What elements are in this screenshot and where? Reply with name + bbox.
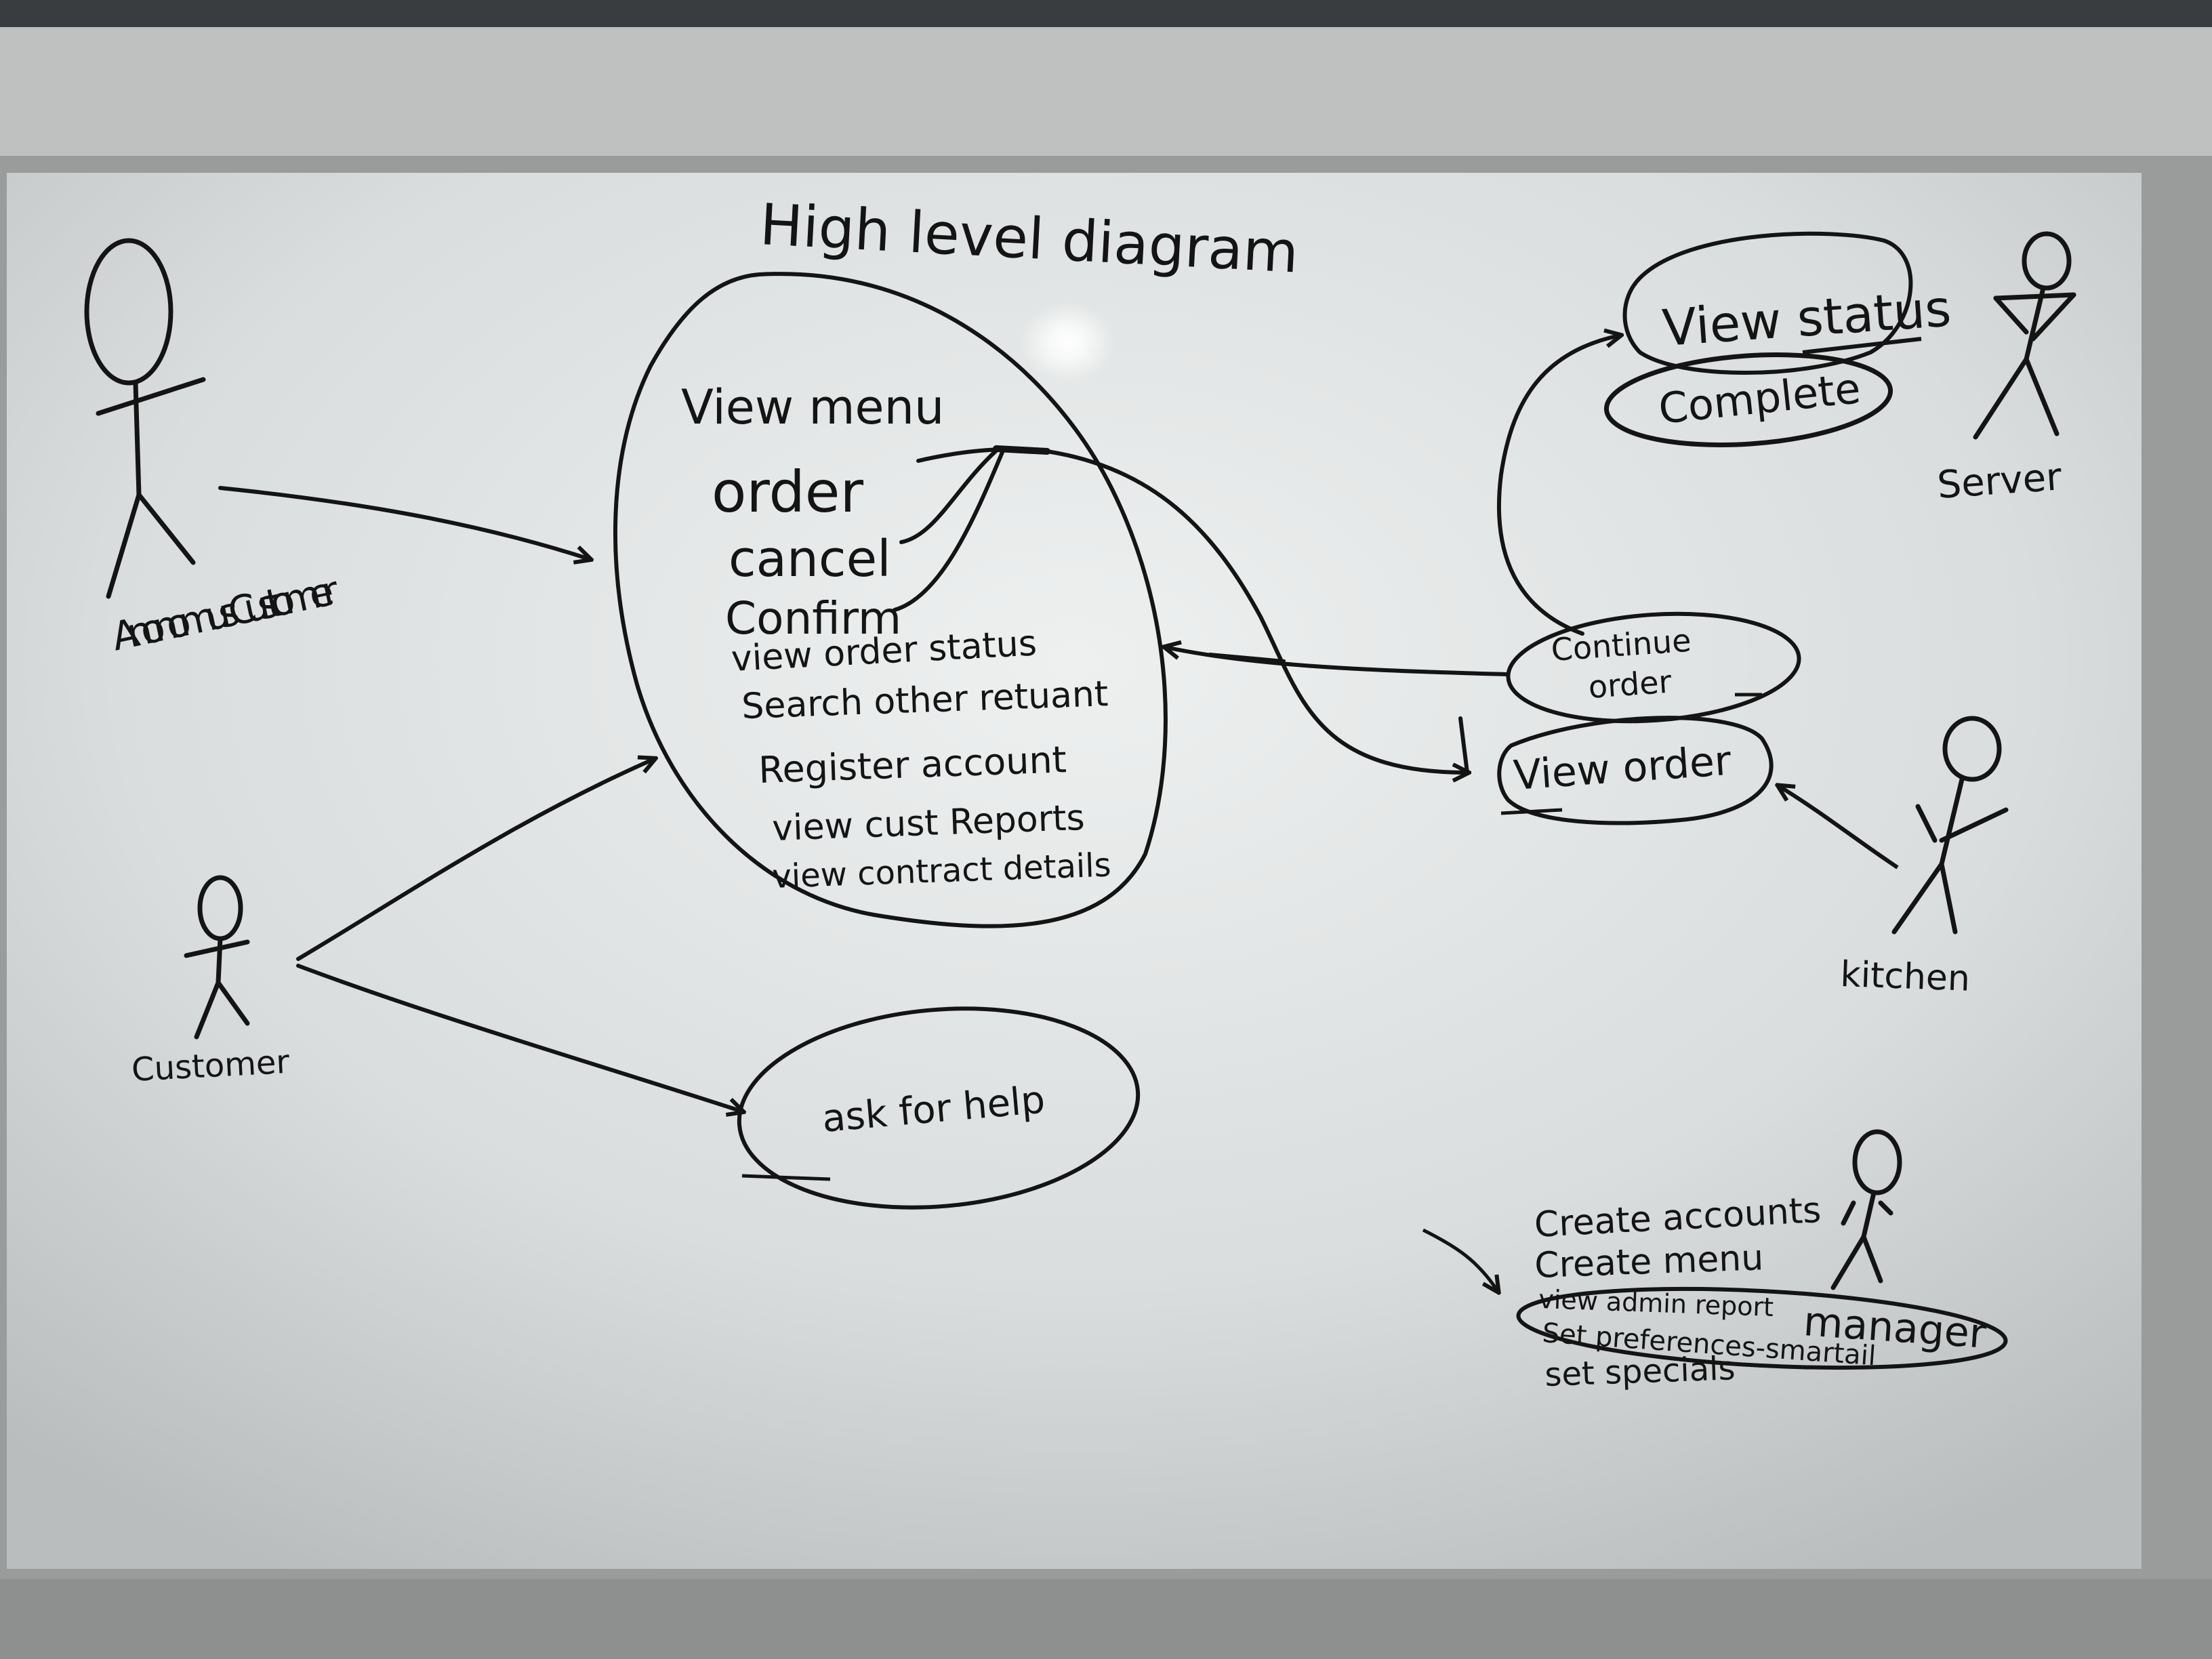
server-label: Server [1936, 455, 2064, 508]
glance-mark [1208, 653, 1286, 662]
order-hub-to-view-order-arrow [1045, 449, 1467, 773]
help-bubble-underline [741, 1174, 831, 1181]
status-divider-stroke [1802, 337, 1922, 354]
continue-order-bubble [1506, 611, 1801, 724]
manager-incoming-arrow [1422, 1228, 1498, 1291]
light-glare [1020, 302, 1115, 383]
marker-tray [0, 1579, 2212, 1659]
use-case-order: order [712, 459, 863, 525]
manager-highlight-ellipse [1516, 1286, 2008, 1370]
view-order-underline [1500, 808, 1563, 815]
customer-actor [184, 875, 250, 1040]
continue-order-to-view-status-arrow [1497, 335, 1620, 636]
kitchen-actor [1891, 716, 2009, 935]
actor-arrows [218, 486, 742, 1111]
continue-order-line2: order [1587, 663, 1673, 705]
kitchen-label: kitchen [1840, 954, 1971, 1000]
main-use-case-bubble [613, 272, 1168, 928]
right-side-connectors [1045, 335, 1620, 773]
upper-panel [0, 27, 2212, 169]
view-order-bubble [1497, 716, 1774, 825]
use-case-confirm: Confirm [725, 592, 901, 644]
help-use-case-bubble [737, 1006, 1141, 1210]
customer-label: Customer [131, 1043, 291, 1089]
manager-items: Create accounts Create menu view admin r… [1534, 1190, 1877, 1394]
continue-order-to-main-arrow [1166, 647, 1510, 676]
order-flow-connectors [893, 445, 1050, 612]
anonymous-to-main-arrow [218, 486, 590, 559]
customer-to-help-arrow [296, 964, 742, 1111]
manager-set-specials: set specials [1544, 1349, 1736, 1394]
complete-bubble [1603, 352, 1893, 447]
board-surface [7, 173, 2142, 1569]
use-case-view-menu: View menu [681, 380, 944, 435]
server-actor [1973, 231, 2076, 440]
manager-create-menu: Create menu [1534, 1237, 1764, 1286]
anonymous-customer-actor [84, 238, 206, 599]
kitchen-to-view-order-arrow [1779, 786, 1899, 869]
manager-actor [1830, 1129, 1902, 1290]
use-case-cancel: cancel [729, 530, 891, 588]
customer-to-main-arrow [296, 759, 654, 961]
